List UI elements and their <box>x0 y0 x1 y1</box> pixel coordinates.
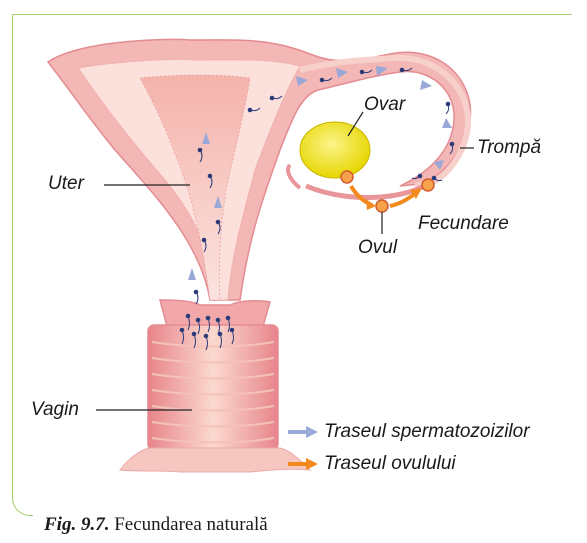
label-uter: Uter <box>48 173 84 195</box>
figure-caption: Fig. 9.7. Fecundarea naturală <box>44 514 268 536</box>
vulva-base <box>120 448 310 472</box>
label-vagin: Vagin <box>31 399 79 421</box>
legend-sperm-label: Traseul spermatozoizilor <box>324 421 530 443</box>
label-ovul: Ovul <box>358 237 397 259</box>
fertilized-ovum <box>422 179 434 191</box>
legend-ovum-label: Traseul ovulului <box>324 453 456 475</box>
ovum-cell <box>376 200 388 212</box>
caption-text: Fecundarea naturală <box>114 514 268 535</box>
label-trompa: Trompă <box>477 137 541 159</box>
legend-sperm-arrow <box>288 426 318 438</box>
caption-fig-number: Fig. 9.7. <box>44 514 109 535</box>
ovary-shape <box>300 122 370 178</box>
label-ovar: Ovar <box>364 94 405 116</box>
label-fecundare: Fecundare <box>418 213 509 235</box>
ovum-release <box>341 171 353 183</box>
